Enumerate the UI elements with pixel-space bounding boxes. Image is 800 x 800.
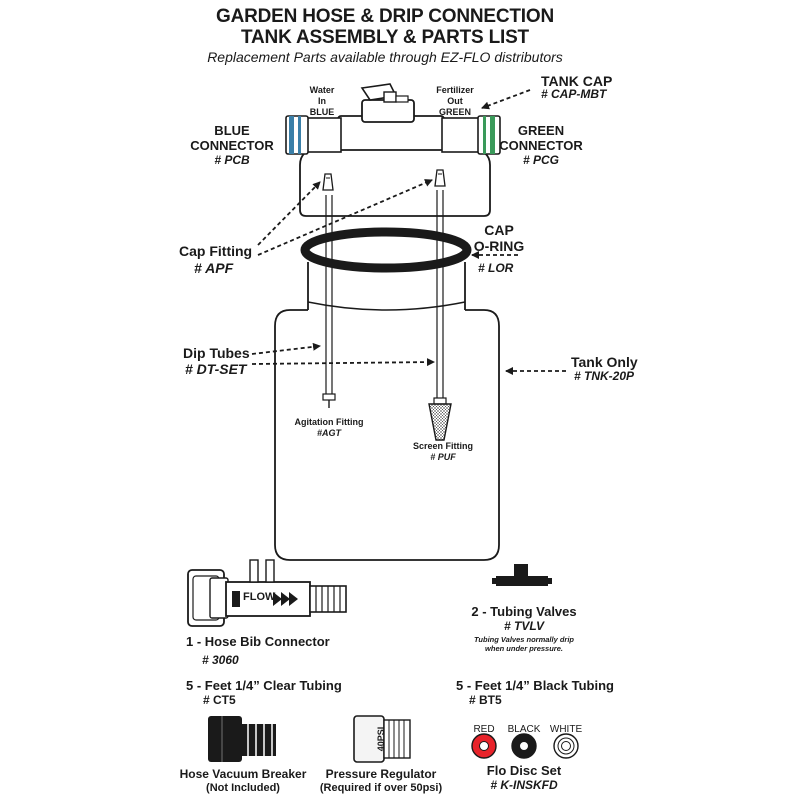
pointer-arrows <box>251 89 566 375</box>
dip-tubes-label: Dip Tubes <box>183 345 250 361</box>
cap-oring-label-2: O-RING <box>473 238 525 254</box>
black-tubing-label: 5 - Feet 1/4” Black Tubing <box>456 678 614 693</box>
blue-connector-label-2: CONNECTOR <box>190 138 274 153</box>
hose-bib-connector <box>187 559 347 627</box>
pressure-regulator-icon <box>353 715 411 763</box>
flo-disc-label-white: WHITE <box>549 724 583 735</box>
green-connector-label-2: CONNECTOR <box>499 138 583 153</box>
green-connector-part: # PCG <box>522 153 560 167</box>
flo-disc-icons <box>471 733 579 759</box>
green-connector <box>477 115 501 155</box>
flo-disc-label-black: BLACK <box>507 724 541 735</box>
water-in-line-2: In <box>318 96 326 106</box>
cap-fitting-icons <box>322 169 446 191</box>
flo-disc-hole-black <box>519 741 529 751</box>
cap-oring <box>300 227 472 273</box>
blue-connector <box>285 115 309 155</box>
flo-disc-hole-white <box>561 741 571 751</box>
title-line-1: GARDEN HOSE & DRIP CONNECTION <box>216 6 554 27</box>
title-line-2: TANK ASSEMBLY & PARTS LIST <box>241 27 529 48</box>
cap-oring-label-1: CAP <box>484 222 514 238</box>
tank-cap <box>299 83 491 217</box>
agitation-fitting-part: #AGT <box>316 428 342 438</box>
fert-out-line-3: GREEN <box>438 107 472 117</box>
dip-tubes-part: # DT-SET <box>185 361 247 377</box>
clear-tubing-label: 5 - Feet 1/4” Clear Tubing <box>186 678 342 693</box>
tank-cap-part: # CAP-MBT <box>541 87 607 101</box>
screen-fitting-part: # PUF <box>430 452 456 462</box>
hose-bib-part: # 3060 <box>202 653 239 667</box>
cap-fitting-part: # APF <box>194 260 234 276</box>
agitation-fitting-icon <box>322 393 336 408</box>
tubing-valves-note-2: when under pressure. <box>485 644 563 653</box>
vacuum-breaker-label: Hose Vacuum Breaker <box>179 767 307 781</box>
vacuum-breaker-icon <box>208 716 276 762</box>
regulator-body-text: 40PSI <box>375 726 386 752</box>
pressure-regulator-note: (Required if over 50psi) <box>319 782 443 794</box>
black-tubing-part: # BT5 <box>469 693 502 707</box>
tank-cap-label: TANK CAP <box>541 73 613 89</box>
screen-fitting-label: Screen Fitting <box>412 441 474 451</box>
tubing-valves-note-1: Tubing Valves normally drip <box>473 635 575 644</box>
subtitle: Replacement Parts available through EZ-F… <box>207 49 563 65</box>
flo-disc-label-red: RED <box>473 724 495 735</box>
flo-disc-hole-red <box>479 741 489 751</box>
pressure-regulator-label: Pressure Regulator <box>325 767 437 781</box>
green-connector-label-1: GREEN <box>517 123 565 138</box>
cap-fitting-label: Cap Fitting <box>179 243 253 259</box>
tubing-valves-part: # TVLV <box>503 619 545 633</box>
cap-oring-part: # LOR <box>478 261 514 275</box>
water-in-line-3: BLUE <box>309 107 335 117</box>
tubing-valve-icon <box>492 564 552 586</box>
agitation-fitting-label: Agitation Fitting <box>294 417 364 427</box>
flow-label: FLOW <box>243 591 276 603</box>
flo-disc-label: Flo Disc Set <box>486 763 562 778</box>
tank-only-label: Tank Only <box>571 354 638 370</box>
blue-connector-label-1: BLUE <box>214 123 250 138</box>
blue-connector-part: # PCB <box>214 153 250 167</box>
screen-fitting-icon <box>428 397 452 441</box>
water-in-line-1: Water <box>309 85 335 95</box>
tank-body <box>274 262 500 561</box>
fert-out-line-1: Fertilizer <box>436 85 474 95</box>
fert-out-line-2: Out <box>447 96 463 106</box>
hose-bib-label: 1 - Hose Bib Connector <box>186 634 330 649</box>
dip-tubes <box>325 190 444 400</box>
flo-disc-part: # K-INSKFD <box>490 778 558 792</box>
clear-tubing-part: # CT5 <box>203 693 236 707</box>
tubing-valves-label: 2 - Tubing Valves <box>471 604 577 619</box>
flo-disc-ring-white <box>557 737 575 755</box>
tank-only-part: # TNK-20P <box>574 369 635 383</box>
vacuum-breaker-note: (Not Included) <box>206 782 280 794</box>
